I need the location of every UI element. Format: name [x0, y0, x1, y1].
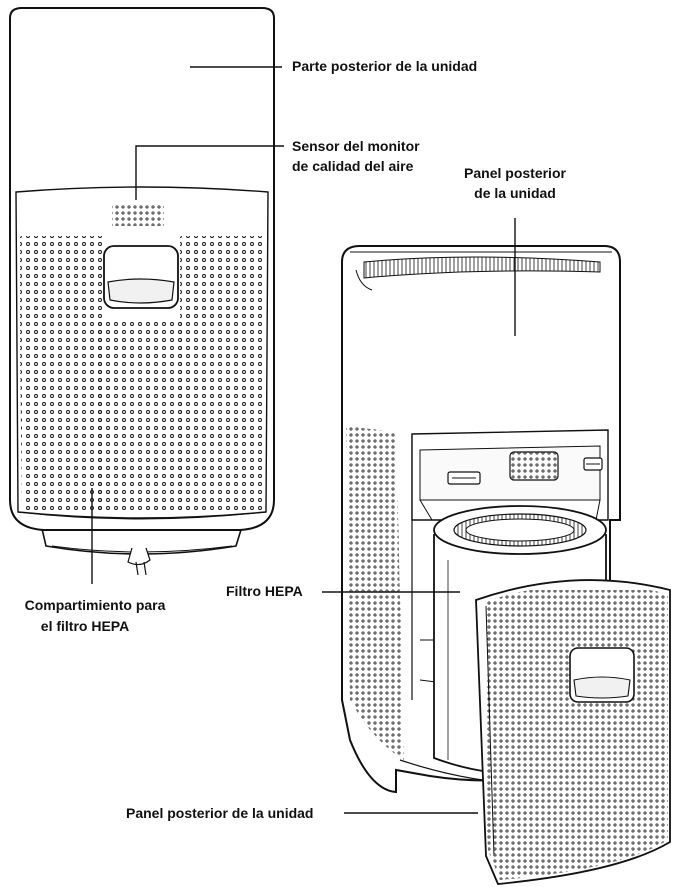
- label-compartment-line1: Compartimiento para: [0, 596, 190, 614]
- power-cord: [128, 548, 150, 565]
- label-sensor-line1: Sensor del monitor: [292, 137, 420, 155]
- label-sensor-line2: de calidad del aire: [292, 157, 413, 175]
- label-rear-panel-bottom: Panel posterior de la unidad: [126, 804, 313, 822]
- label-rear-of-unit: Parte posterior de la unidad: [292, 57, 477, 75]
- removed-rear-panel: [476, 580, 670, 886]
- label-compartment-line2: el filtro HEPA: [0, 617, 170, 635]
- label-rear-panel-top-line2: de la unidad: [440, 184, 590, 202]
- sensor-grille: [112, 204, 164, 226]
- label-hepa-filter: Filtro HEPA: [226, 582, 303, 600]
- left-unit: [10, 8, 274, 575]
- inner-sensor-grille: [510, 452, 558, 480]
- label-rear-panel-top-line1: Panel posterior: [440, 164, 590, 182]
